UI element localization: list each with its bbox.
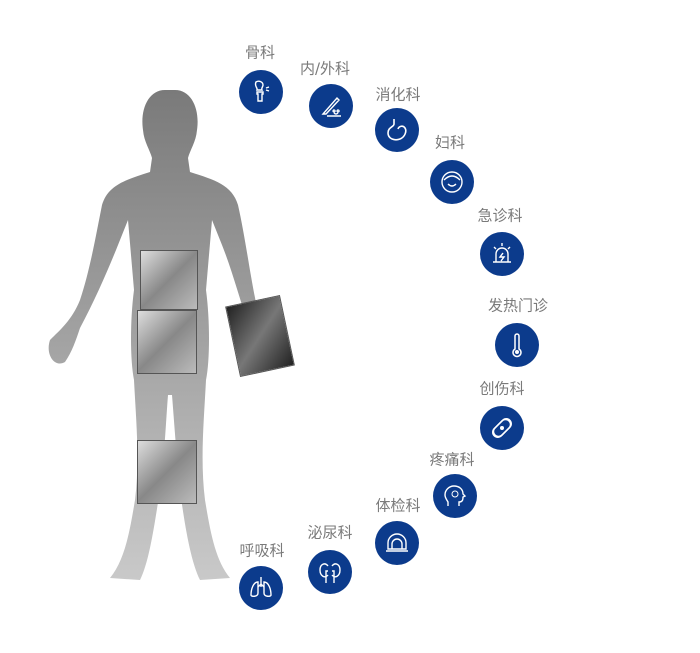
woman-face-icon[interactable]	[430, 160, 474, 204]
department-label: 急诊科	[477, 206, 523, 225]
abdomen-xray-image	[140, 250, 198, 310]
department-label: 妇科	[434, 133, 466, 152]
pelvis-xray-image	[137, 310, 197, 374]
bone-joint-icon[interactable]	[239, 70, 283, 114]
head-pain-icon[interactable]	[433, 474, 477, 518]
scanner-icon[interactable]	[375, 521, 419, 565]
department-label: 体检科	[375, 496, 421, 515]
department-label: 创伤科	[479, 379, 525, 398]
kidney-icon[interactable]	[308, 550, 352, 594]
knee-xray-image	[137, 440, 197, 504]
siren-icon[interactable]	[480, 232, 524, 276]
scalpel-icon[interactable]	[309, 84, 353, 128]
bandage-icon[interactable]	[480, 406, 524, 450]
lungs-icon[interactable]	[239, 566, 283, 610]
department-label: 疼痛科	[429, 450, 475, 469]
department-label: 呼吸科	[239, 541, 285, 560]
department-label: 骨科	[244, 43, 276, 62]
department-label: 消化科	[375, 85, 421, 104]
department-label: 内/外科	[299, 59, 351, 78]
thermometer-icon[interactable]	[495, 323, 539, 367]
department-label: 发热门诊	[487, 296, 549, 315]
stomach-icon[interactable]	[375, 108, 419, 152]
department-label: 泌尿科	[307, 523, 353, 542]
